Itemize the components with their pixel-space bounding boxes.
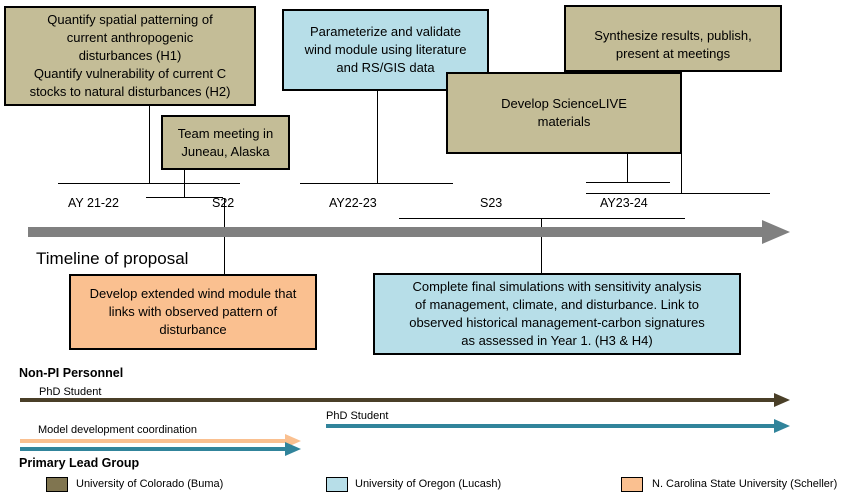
connector-wind-module <box>377 90 378 183</box>
phd-student-label-1: PhD Student <box>39 386 102 398</box>
synthesize-box: Synthesize results, publish, present at … <box>564 5 782 72</box>
legend-swatch-ncsu <box>621 477 643 492</box>
box-line: current anthropogenic <box>66 30 194 45</box>
box-line: Develop extended wind module that <box>89 286 297 301</box>
bracket-s22 <box>146 197 223 198</box>
box-line: Parameterize and validate <box>309 24 462 39</box>
legend-swatch-colorado <box>46 477 68 492</box>
connector-final-sim <box>541 218 542 274</box>
period-ay2122: AY 21-22 <box>68 196 119 210</box>
legend-label-colorado: University of Colorado (Buma) <box>76 478 224 490</box>
legend-swatch-oregon <box>326 477 348 492</box>
final-simulations-box: Complete final simulations with sensitiv… <box>373 273 741 355</box>
bracket-ay2223 <box>300 183 453 184</box>
timeline-title: Timeline of proposal <box>36 249 189 268</box>
model-dev-label: Model development coordination <box>38 424 197 436</box>
extended-wind-box: Develop extended wind module that links … <box>69 274 317 350</box>
non-pi-personnel-heading: Non-PI Personnel <box>19 366 124 380</box>
period-s23: S23 <box>480 196 503 210</box>
legend-label-oregon: University of Oregon (Lucash) <box>355 478 502 490</box>
bracket-s23 <box>399 218 685 219</box>
bracket-ay2324-b <box>586 193 770 194</box>
legend-label-ncsu: N. Carolina State University (Scheller) <box>652 478 838 490</box>
period-ay2324: AY23-24 <box>600 196 648 210</box>
box-line: and RS/GIS data <box>336 60 435 75</box>
box-line: Juneau, Alaska <box>181 143 270 159</box>
box-line: Quantify vulnerability of current C <box>33 66 227 81</box>
sciencelive-box: Develop ScienceLIVE materials <box>446 72 682 154</box>
phd-student-label-2: PhD Student <box>326 410 389 422</box>
box-line: disturbance <box>159 322 227 337</box>
period-ay2223: AY22-23 <box>329 196 377 210</box>
bracket-ay2324-a <box>586 182 670 183</box>
primary-lead-group-heading: Primary Lead Group <box>19 456 140 470</box>
box-line: Synthesize results, publish, <box>594 28 752 43</box>
connector-h1h2 <box>149 104 150 184</box>
connector-team-meeting <box>184 170 185 198</box>
box-line: of management, climate, and disturbance.… <box>414 297 699 312</box>
box-line: observed historical management-carbon si… <box>409 315 705 330</box>
bracket-ay2122-top <box>58 183 240 184</box>
h1-h2-box: Quantify spatial patterning of current a… <box>4 6 256 106</box>
box-line: stocks to natural disturbances (H2) <box>29 84 231 99</box>
box-line: materials <box>537 114 591 129</box>
box-line: as assessed in Year 1. (H3 & H4) <box>461 333 653 348</box>
box-line: Team meeting in <box>177 125 274 141</box>
box-line: links with observed pattern of <box>108 304 278 319</box>
timeline-arrow <box>28 220 790 244</box>
team-meeting-box: Team meeting in Juneau, Alaska <box>161 115 290 170</box>
connector-sciencelive <box>627 153 628 183</box>
phd-student-oregon-arrow <box>326 419 790 433</box>
box-line: Develop ScienceLIVE <box>501 96 627 111</box>
model-dev-ncsu-arrow <box>20 434 301 448</box>
box-line: Complete final simulations with sensitiv… <box>412 279 702 294</box>
phd-student-colorado-arrow <box>20 393 790 407</box>
period-s22: S22 <box>212 196 235 210</box>
box-line: disturbances (H1) <box>78 48 182 63</box>
box-line: Quantify spatial patterning of <box>47 12 213 27</box>
box-line: present at meetings <box>615 46 731 61</box>
model-dev-oregon-arrow <box>20 442 301 456</box>
box-line: wind module using literature <box>304 42 467 57</box>
